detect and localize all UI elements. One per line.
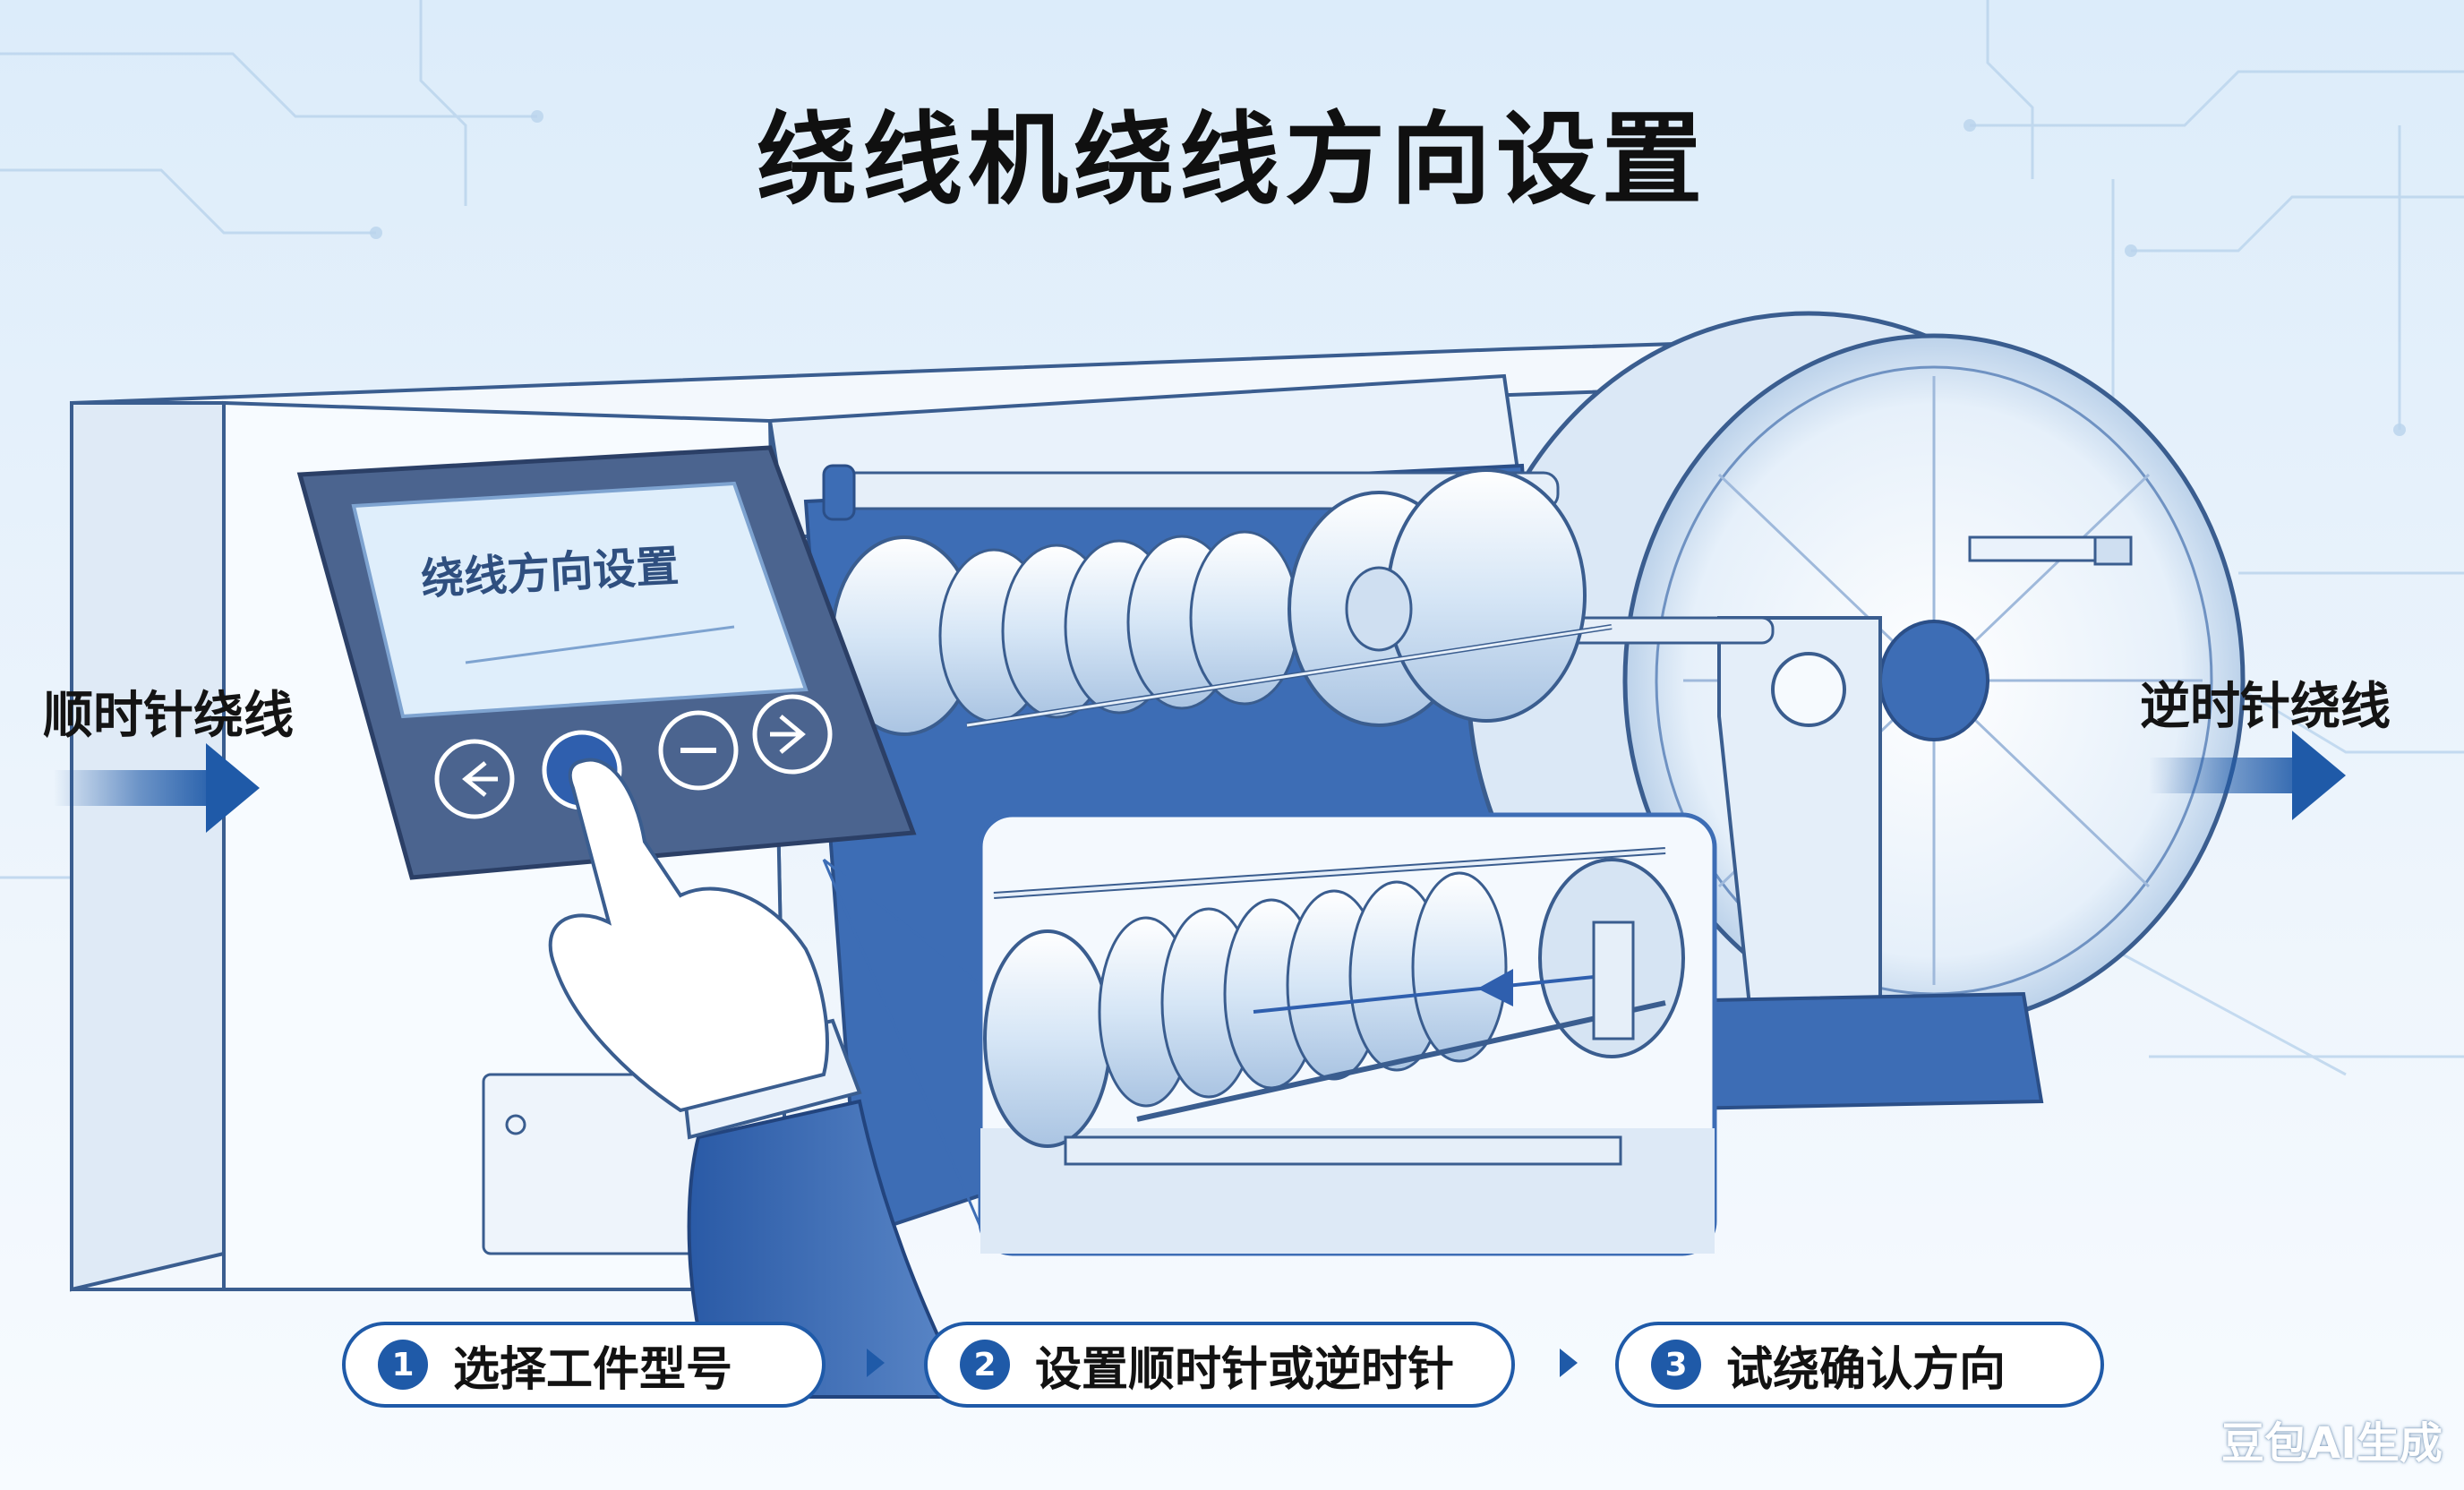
step-1: 1 选择工件型号 — [342, 1322, 826, 1408]
clockwise-arrow — [206, 743, 260, 833]
arrow-right-icon[interactable] — [755, 697, 830, 772]
step-number: 3 — [1651, 1340, 1701, 1390]
arrow-left-icon[interactable] — [437, 741, 512, 817]
watermark: 豆包AI生成 — [2220, 1418, 2443, 1469]
page-title: 绕线机绕线方向设置 — [757, 102, 1707, 218]
step-2: 2 设置顺时针或逆时针 — [924, 1322, 1515, 1408]
control-panel — [296, 445, 917, 880]
step-number: 2 — [960, 1340, 1010, 1390]
step-number: 1 — [378, 1340, 428, 1390]
confirm-circle-icon[interactable] — [544, 732, 620, 808]
minus-icon[interactable] — [661, 713, 736, 788]
clockwise-label: 顺时针绕线 — [43, 687, 294, 745]
step-separator-icon — [867, 1349, 885, 1377]
step-label: 设置顺时针或逆时针 — [1035, 1342, 1455, 1397]
operator-hand — [548, 758, 971, 1399]
step-separator-icon — [1560, 1349, 1578, 1377]
zoom-inset — [822, 812, 1717, 1256]
step-3: 3 试绕确认方向 — [1615, 1322, 2104, 1408]
step-label: 试绕确认方向 — [1726, 1342, 2006, 1397]
step-label: 选择工件型号 — [453, 1342, 733, 1397]
counterclockwise-label: 逆时针绕线 — [2140, 678, 2391, 736]
main-spool — [822, 464, 1775, 736]
counterclockwise-arrow — [2292, 731, 2346, 820]
